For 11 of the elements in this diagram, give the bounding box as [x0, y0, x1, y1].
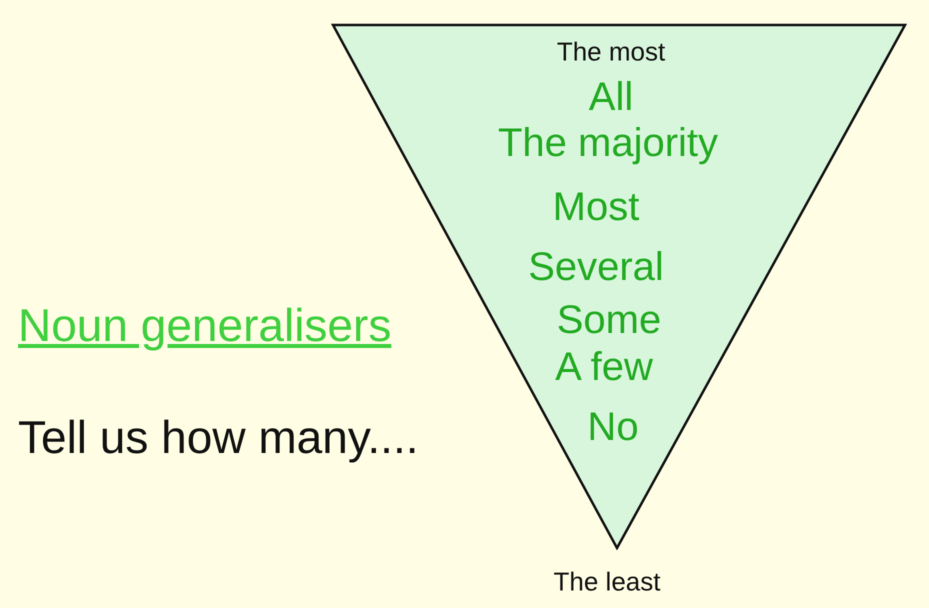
scale-end-label: The least	[554, 568, 660, 596]
quantifier: All	[588, 75, 634, 119]
subtitle-text: Tell us how many....	[18, 410, 419, 465]
quantifier: The majority	[498, 121, 718, 165]
title: Noun generalisers	[18, 298, 392, 353]
quantifier: No	[587, 405, 639, 449]
quantifier: Most	[552, 185, 640, 229]
quantifier: Several	[528, 245, 664, 289]
quantifier: A few	[555, 345, 653, 389]
scale-end-label: The most	[556, 38, 666, 66]
quantifier: Some	[556, 298, 662, 342]
